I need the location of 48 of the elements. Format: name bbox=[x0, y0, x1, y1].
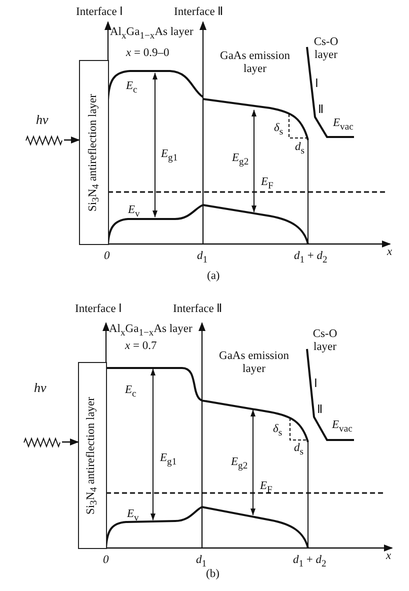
tick-label: d$_{1}$ + d$_{2}$ bbox=[293, 554, 326, 570]
dimension-label: δ$_{s}$ bbox=[273, 423, 282, 440]
interface-label: Interface Ⅱ bbox=[173, 303, 223, 316]
layer-label: Cs-O layer bbox=[312, 328, 338, 354]
band-label: E$_{v}$ bbox=[128, 204, 140, 220]
layer-box bbox=[78, 362, 107, 549]
band-gap-label: E$_{g1}$ bbox=[160, 452, 177, 468]
region-label: Ⅱ bbox=[318, 104, 324, 117]
band-label: E$_{v}$ bbox=[127, 508, 139, 524]
layer-label: GaAs emission layer bbox=[218, 350, 290, 376]
layer-label: Al$_{x}$Ga$_{1−x}$As layer bbox=[110, 26, 194, 42]
photon-label: hν bbox=[36, 112, 48, 128]
axis-label: x bbox=[387, 246, 392, 259]
layer-label: GaAs emission layer bbox=[219, 50, 291, 76]
band-label: E$_{c}$ bbox=[126, 80, 138, 96]
band-label: E$_{c}$ bbox=[125, 384, 136, 400]
panel-caption: (a) bbox=[207, 270, 220, 283]
region-label: Ⅱ bbox=[317, 404, 323, 417]
band-label: E$_{vac}$ bbox=[333, 117, 354, 134]
panel-caption: (b) bbox=[206, 568, 220, 581]
composition-label: x = 0.7 bbox=[125, 340, 157, 353]
band-gap-label: E$_{g2}$ bbox=[231, 456, 248, 472]
composition-label: x = 0.9–0 bbox=[126, 47, 170, 60]
region-label: Ⅰ bbox=[315, 78, 319, 91]
band-gap-label: E$_{g2}$ bbox=[232, 152, 249, 168]
region-label: Ⅰ bbox=[314, 378, 318, 391]
axis-label: x bbox=[386, 550, 392, 563]
layer-box bbox=[79, 60, 109, 245]
dimension-label: d$_{s}$ bbox=[294, 442, 304, 458]
band-label: E$_{vac}$ bbox=[332, 419, 352, 436]
tick-label: 0 bbox=[103, 554, 109, 567]
interface-label: Interface Ⅰ bbox=[75, 303, 123, 316]
arrow bbox=[64, 136, 80, 144]
layer-label: Al$_{x}$Ga$_{1−x}$As layer bbox=[109, 323, 192, 340]
fermi-level-label: E$_{F}$ bbox=[260, 480, 272, 496]
interface-label: Interface Ⅱ bbox=[174, 6, 224, 19]
interface-label: Interface Ⅰ bbox=[76, 6, 124, 19]
tick-label: 0 bbox=[104, 250, 110, 263]
tick-label: d$_{1}$ bbox=[197, 250, 208, 266]
band-gap-label: E$_{g1}$ bbox=[161, 148, 178, 164]
photon-label: hν bbox=[34, 380, 46, 396]
dimension-label: δ$_{s}$ bbox=[274, 122, 284, 138]
layer-label: Cs-O layer bbox=[312, 36, 340, 62]
tick-label: d$_{1}$ bbox=[196, 554, 207, 570]
arrow bbox=[62, 438, 79, 446]
tick-label: d$_{1}$ + d$_{2}$ bbox=[294, 250, 328, 266]
fermi-level-label: E$_{F}$ bbox=[261, 176, 274, 192]
dimension-label: d$_{s}$ bbox=[295, 141, 304, 158]
